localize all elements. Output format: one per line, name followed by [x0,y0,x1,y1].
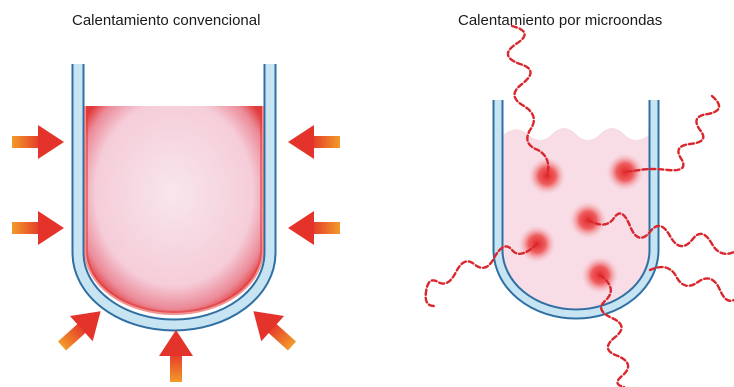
heated-liquid-conventional [86,106,262,313]
heat-arrow-icon [288,125,340,159]
heat-arrow-icon [12,211,64,245]
conventional-vessel [78,64,270,325]
heat-arrow-icon [12,125,64,159]
heat-arrow-icon [242,299,303,359]
heat-arrow-icon [159,330,193,382]
heat-arrow-icon [288,211,340,245]
microwave-wave-icon [650,267,734,301]
